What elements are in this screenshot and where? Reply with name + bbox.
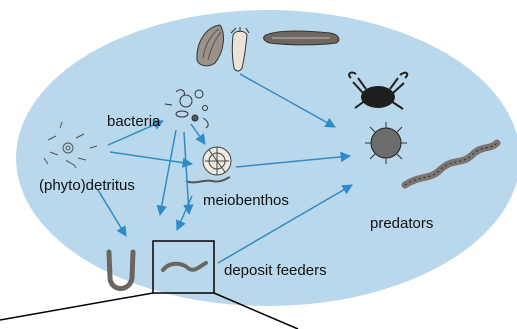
foraminifera-icon [203,147,231,175]
callout-line-left [0,293,153,320]
detritus-label: (phyto)detritus [39,178,135,193]
meiobenthos-label: meiobenthos [203,193,289,208]
bacteria-label: bacteria [107,114,160,129]
deposit-feeders-label: deposit feeders [224,263,327,278]
sea-urchin-icon [365,122,407,164]
predators-label: predators [370,216,433,231]
sea-cucumber-icon [264,31,339,45]
